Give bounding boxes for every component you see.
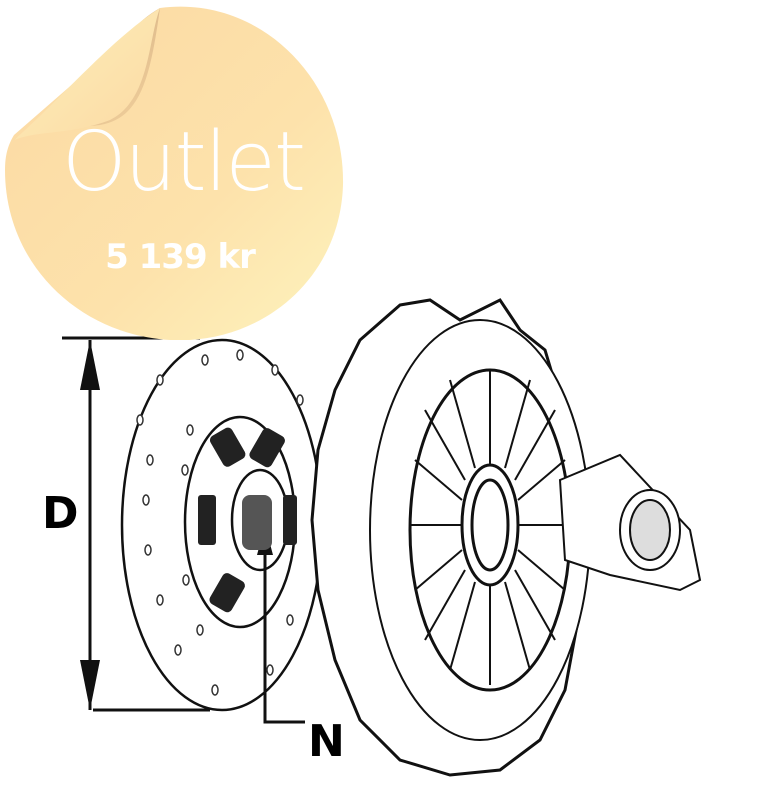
spline-leader-line — [263, 530, 305, 724]
outlet-price-sticker: Outlet 5 139 kr — [0, 0, 361, 340]
arrow-up-icon — [80, 340, 100, 390]
peeling-sticker-icon — [5, 6, 344, 340]
arrow-down-icon — [80, 660, 100, 710]
pressure-plate — [310, 298, 591, 777]
outlet-title: Outlet — [61, 115, 306, 210]
release-bearing — [558, 453, 702, 592]
price-label: 5 139 kr — [105, 237, 256, 277]
spline-label: N — [308, 716, 345, 767]
diameter-label: D — [42, 488, 79, 539]
